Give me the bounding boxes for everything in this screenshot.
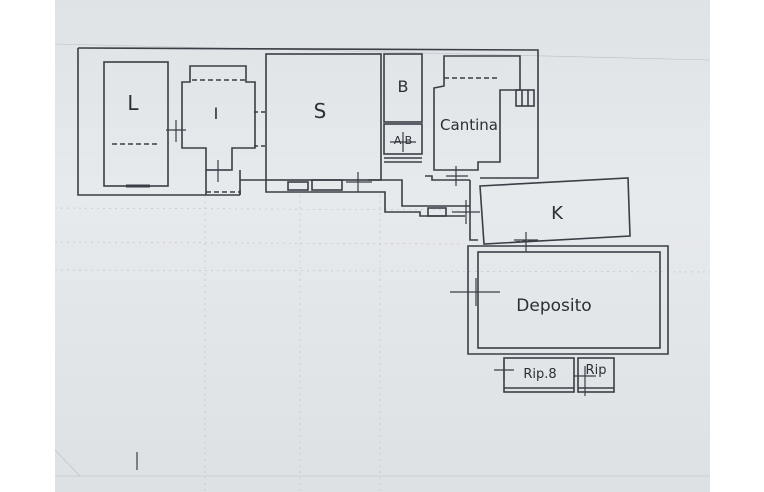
room-k-label: K	[551, 203, 564, 224]
door-markers	[136, 120, 596, 470]
grid-lines	[54, 43, 711, 492]
room-s-label: S	[314, 99, 327, 123]
room-deposito-label: Deposito	[516, 296, 591, 316]
room-cantina-label: Cantina	[440, 116, 498, 134]
room-k-walls	[479, 177, 631, 245]
room-cantina-walls	[433, 55, 521, 171]
room-l-walls	[103, 61, 169, 187]
room-rip-2-walls	[577, 357, 615, 393]
room-b-walls	[383, 53, 423, 123]
room-i-label: I	[214, 104, 219, 123]
room-rip-2-label: Rip	[586, 363, 607, 378]
room-ab-label: A.B	[394, 134, 412, 147]
room-rip-1-label: Rip.8	[523, 367, 556, 382]
room-ab-walls	[383, 123, 423, 155]
room-b-label: B	[398, 77, 409, 96]
room-deposito-walls	[477, 251, 661, 349]
outer-boundary	[77, 47, 539, 179]
room-i-walls	[181, 65, 256, 171]
room-l-label: L	[127, 91, 139, 115]
